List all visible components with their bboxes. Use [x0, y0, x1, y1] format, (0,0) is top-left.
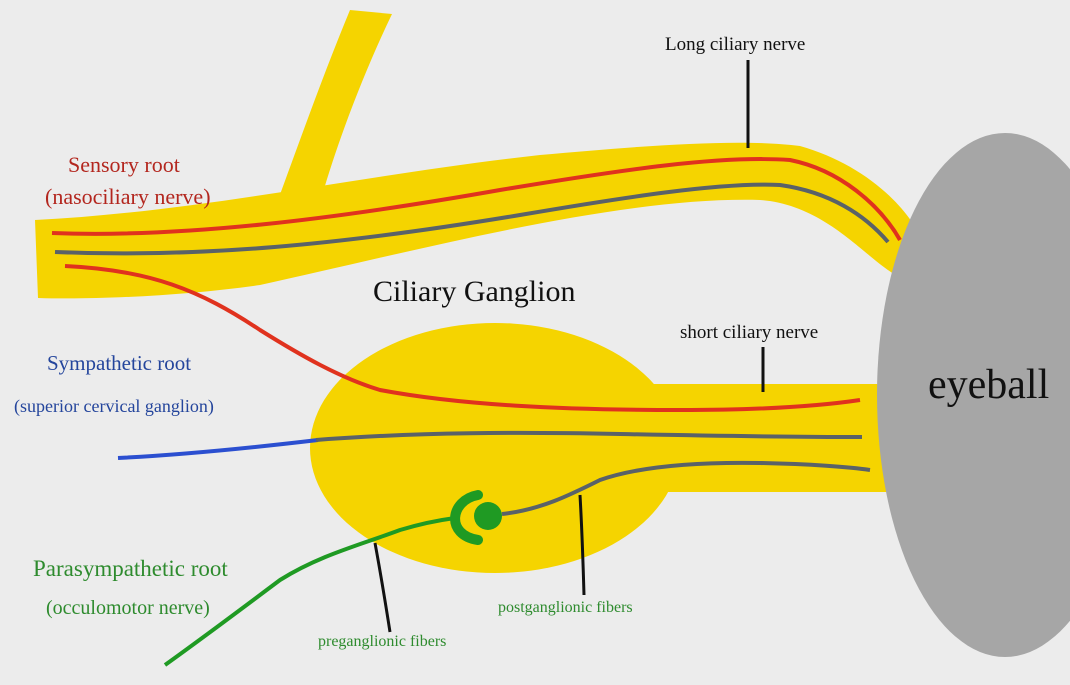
label-parasympathetic-root-subtitle: (occulomotor nerve): [46, 597, 210, 619]
label-postganglionic-fibers: postganglionic fibers: [498, 599, 633, 616]
label-sympathetic-root: Sympathetic root: [47, 351, 191, 375]
label-preganglionic-fibers: preganglionic fibers: [318, 633, 446, 650]
label-long-ciliary-nerve: Long ciliary nerve: [665, 34, 805, 55]
label-short-ciliary-nerve: short ciliary nerve: [680, 322, 818, 343]
label-ciliary-ganglion: Ciliary Ganglion: [373, 275, 575, 308]
label-sensory-root-subtitle: (nasociliary nerve): [45, 184, 211, 209]
label-parasympathetic-root: Parasympathetic root: [33, 556, 228, 581]
ciliary-ganglion-body: [310, 323, 680, 573]
label-sympathetic-root-subtitle: (superior cervical ganglion): [14, 396, 214, 417]
label-sensory-root: Sensory root: [68, 152, 180, 177]
label-eyeball: eyeball: [928, 362, 1049, 408]
postganglionic-neuron-cell-body: [474, 502, 502, 530]
